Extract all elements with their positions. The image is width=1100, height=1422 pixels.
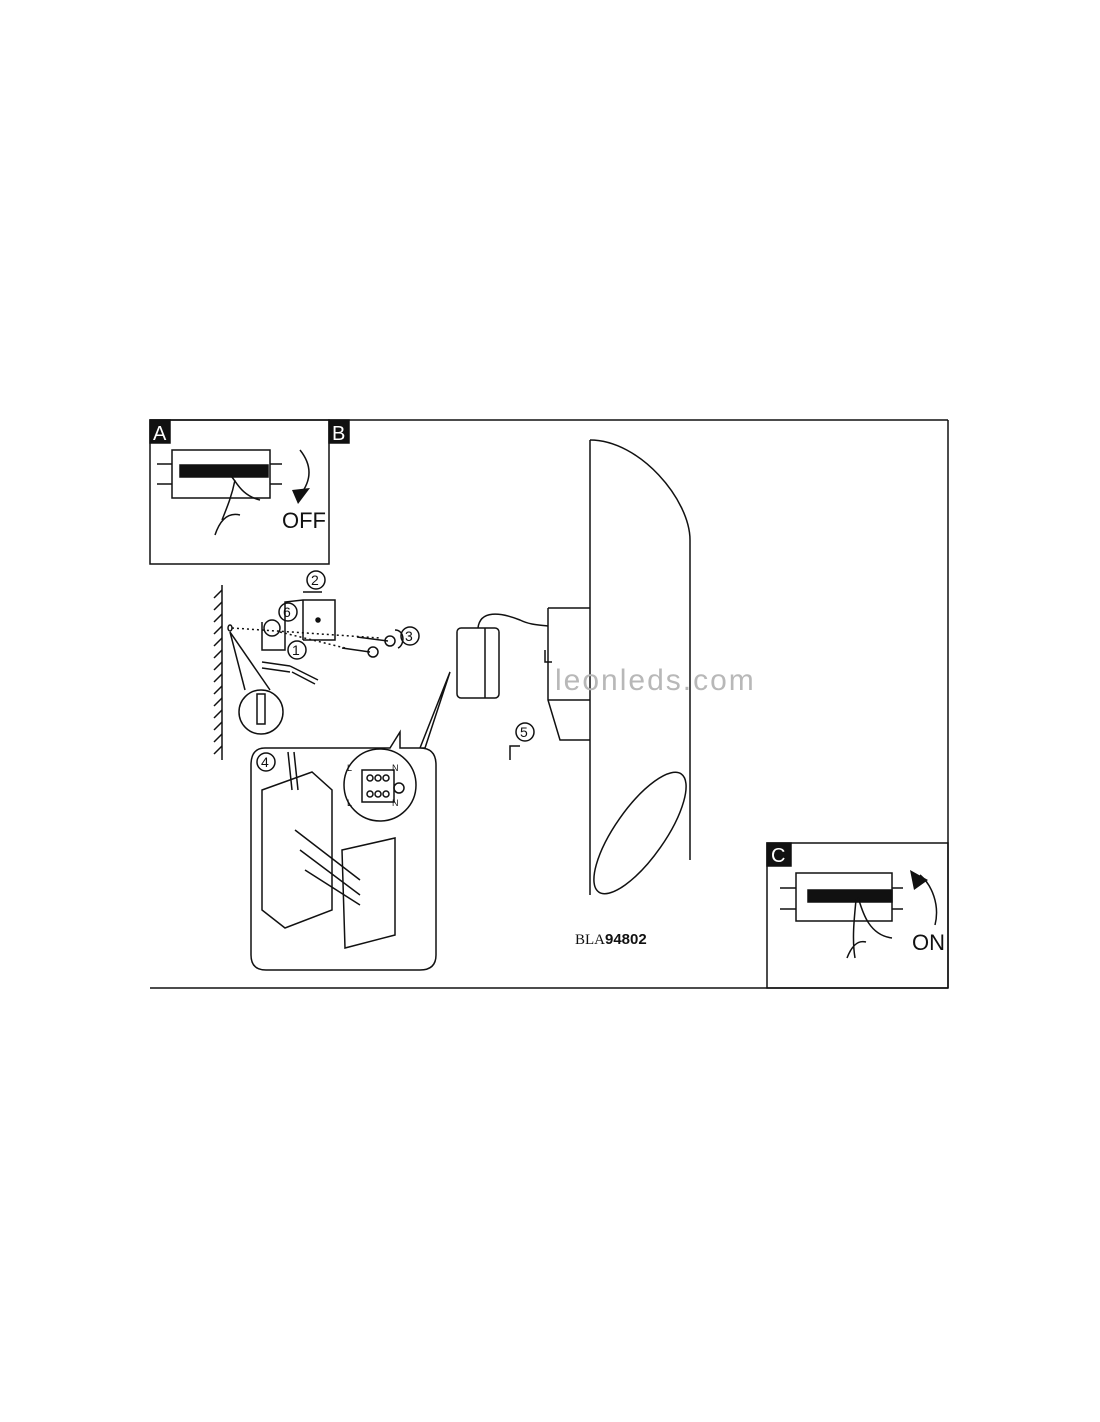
step-markers: 1 2 3 6 5 [278,570,535,760]
model-prefix: BLA [575,932,605,948]
on-label: ON [912,930,945,955]
mounting-bracket [231,599,381,685]
step-6: 6 [283,604,291,620]
led-driver [456,613,549,699]
hand-icon [846,896,893,959]
terminal-l-bottom: L [347,798,352,808]
wall-plug-detail [238,689,284,735]
arrow-down-icon [299,449,310,496]
step-2: 2 [311,572,319,588]
panel-a-label: A [153,423,167,445]
breaker-panel-icon [780,872,903,922]
step-1: 1 [292,642,300,658]
step-5: 5 [520,724,528,740]
step-3: 3 [405,628,413,644]
breaker-panel-icon [157,449,282,499]
terminal-l-top: L [347,763,352,773]
panel-c-switch-on: C ON [766,842,949,989]
terminal-n-top: N [392,763,399,773]
terminal-block-detail [343,748,417,822]
wall-lamp-tube [544,439,691,895]
model-code: 94802 [605,931,647,948]
panel-b-label: B [332,423,345,445]
wall-hatching [213,585,284,760]
junction-box-inset: 4 L N L N [250,671,451,971]
watermark: leonleds.com [555,664,756,697]
screws [341,629,404,658]
off-label: OFF [282,508,326,533]
cable-icon [261,661,319,685]
ground-icon [393,782,405,794]
panel-c-label: C [771,845,785,867]
terminal-n-bottom: N [392,798,399,808]
step-4: 4 [261,754,269,770]
panel-a-switch-off: A OFF [149,419,330,565]
model-number: BLA94802 [575,931,647,948]
hand-icon [214,474,261,536]
